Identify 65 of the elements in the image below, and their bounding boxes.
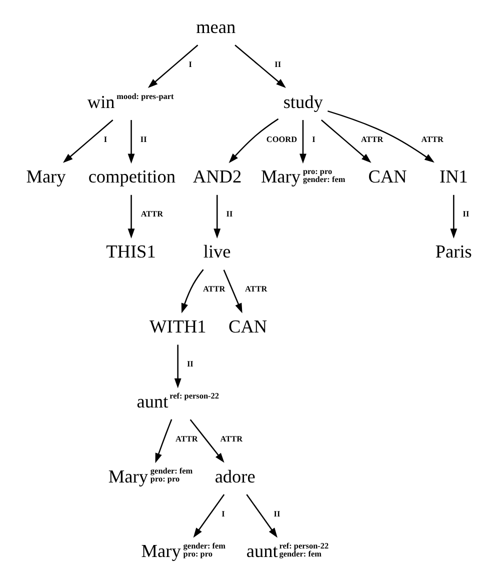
arrow [223,270,242,314]
node-text: IN1 [440,166,468,187]
arrow [181,269,204,314]
arrow [155,419,172,464]
edge-label: ATTR [220,434,243,444]
node-text: aunt [136,391,168,412]
arrow [128,120,135,164]
edge-label: II [140,134,147,144]
arrow [193,494,225,538]
edge-label: ATTR [421,134,444,144]
edge-label: ATTR [202,284,226,294]
edge-label: II [186,359,194,368]
edge-label: II [462,210,470,219]
node-text: Mary [141,541,181,562]
edge-label: II [226,210,233,219]
node-text: aunt [246,541,278,562]
node-text: CAN [368,166,407,187]
node-label: gender: fem [279,549,322,558]
node-text: Paris [435,242,472,262]
arrow [148,44,198,88]
edge-label: II [274,60,282,69]
node-text: adore [214,466,256,486]
node-text: Mary [26,166,66,187]
node-label: pro: pro [150,474,180,484]
arrow [128,194,135,238]
node-text: win [87,92,115,112]
edge-label: II [274,509,280,518]
node-text: live [203,242,231,262]
edge-label: ATTR [360,134,384,144]
arrow [328,110,434,163]
node-label: gender: fem [183,541,226,550]
node-label: mood: pres-part [116,92,174,101]
edge-label: ATTR [140,210,164,219]
arrow [300,120,306,164]
node-text: Mary [108,466,148,486]
edge-label: I [188,60,192,69]
arrow [214,194,221,238]
node-label: ref: person-22 [170,391,220,400]
edge-label: ATTR [244,284,268,294]
arrow [228,118,279,164]
node-label: pro: pro [302,166,332,176]
arrow [246,494,278,538]
node-label: pro: pro [183,549,212,558]
edge-label: ATTR [176,434,198,444]
edge-label: COORD [266,134,298,144]
node-label: ref: person-22 [279,541,329,550]
edge-label: I [222,509,225,518]
node-text: WITH1 [150,316,206,337]
node-label: gender: fem [302,174,346,184]
arrow [321,120,372,163]
node-text: mean [196,16,236,37]
arrow [62,120,114,163]
edge-label: I [312,134,316,144]
node-text: AND2 [192,166,242,187]
node-text: THIS1 [106,242,156,262]
arrow [174,344,182,388]
arrow [190,419,224,463]
edge-label: I [104,134,108,144]
node-text: Mary [260,166,300,187]
node-text: study [283,92,323,112]
node-label: gender: fem [150,466,193,476]
node-text: CAN [228,316,268,337]
arrow [450,194,458,238]
arrow [234,44,286,88]
node-text: competition [88,166,176,187]
